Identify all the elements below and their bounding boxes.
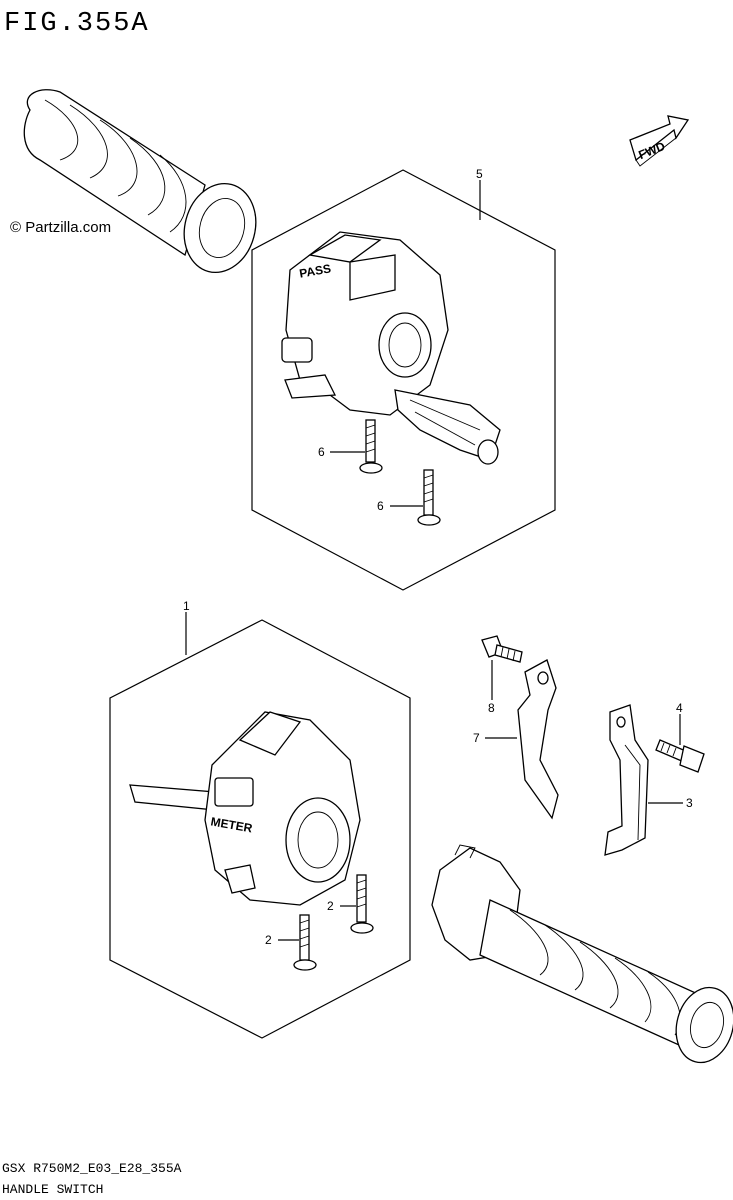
footer-code: GSX R750M2_E03_E28_355A [2,1161,182,1176]
bolt-8 [481,635,523,663]
left-handle-switch: METER [129,711,361,906]
figure-title: FIG.355A [4,9,150,39]
bolt-4 [655,739,705,773]
callout-6-left: 6 [318,445,325,459]
clamp-7 [517,659,559,820]
watermark: © Partzilla.com [10,219,111,236]
throttle-grip [431,844,733,1064]
callout-5: 5 [476,167,483,181]
assembly-boundary-upper [251,169,556,591]
screw-2-left [293,914,317,971]
callout-7: 7 [473,731,480,745]
screw-6-right [417,469,441,526]
callout-2-left: 2 [265,933,272,947]
screw-6-left [359,419,383,474]
callout-8: 8 [488,701,495,715]
callout-3: 3 [686,796,693,810]
fwd-arrow-icon: FWD [629,115,690,167]
screw-2-right [350,874,374,934]
left-grip [23,89,257,274]
callout-6-right: 6 [377,499,384,513]
bracket-3 [604,704,649,856]
right-handle-switch: PASS [281,231,501,465]
assembly-boundary-lower [109,619,411,1039]
svg-text:PASS: PASS [298,261,332,280]
callout-4: 4 [676,701,683,715]
callout-2-right: 2 [327,899,334,913]
footer-name: HANDLE SWITCH [2,1182,103,1197]
callout-1: 1 [183,599,190,613]
